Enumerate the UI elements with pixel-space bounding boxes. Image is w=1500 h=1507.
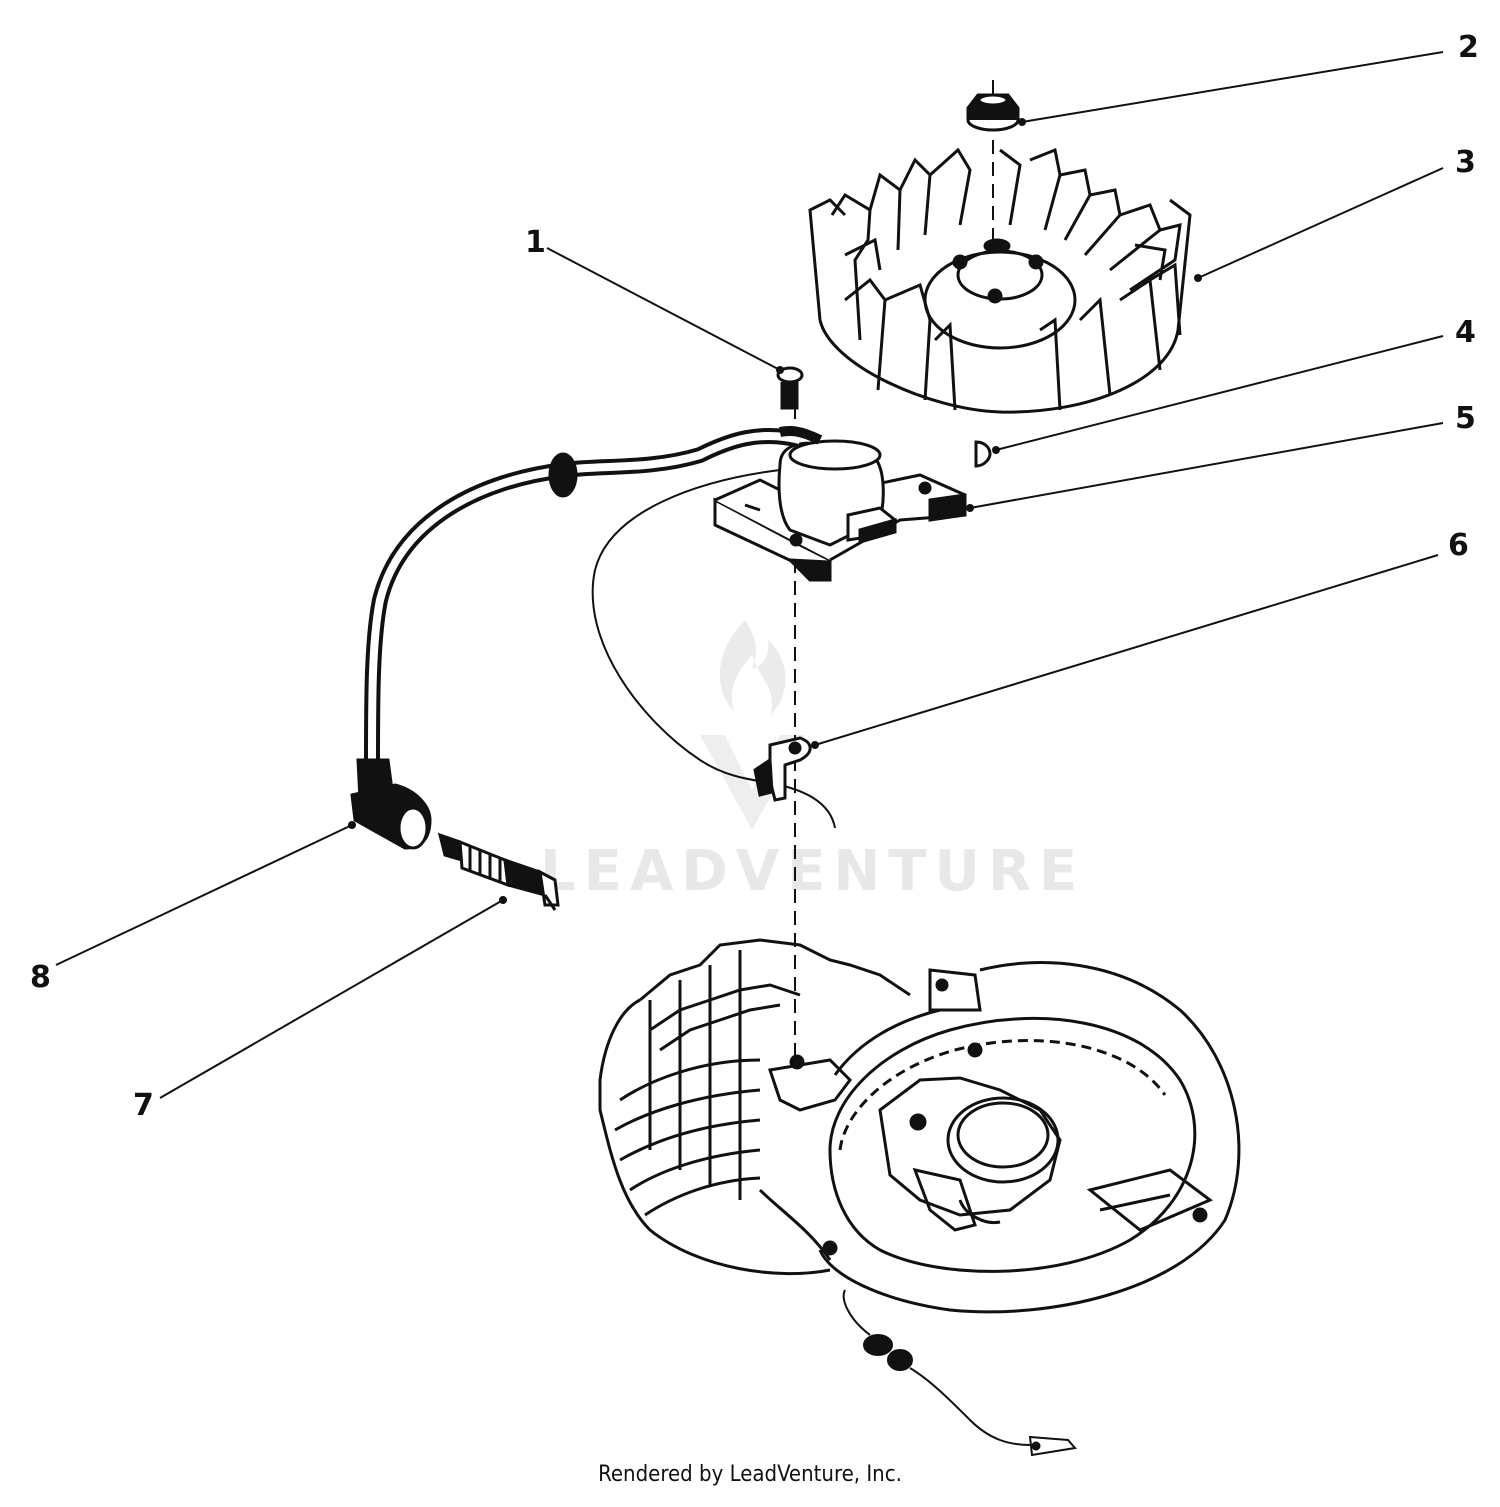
spark-plug-lead — [350, 426, 823, 850]
callout-8: 8 — [30, 960, 51, 995]
leadventure-watermark: LEADVENTURE — [540, 620, 1085, 904]
callout-6: 6 — [1448, 528, 1469, 563]
leader-endpoints — [348, 118, 1202, 904]
engine-block — [598, 938, 982, 1276]
flywheel — [808, 147, 1192, 414]
callout-1: 1 — [525, 225, 546, 260]
render-credit: Rendered by LeadVenture, Inc. — [598, 1462, 902, 1487]
leader-lines — [55, 51, 1444, 1099]
engine-backplate — [818, 961, 1241, 1314]
stop-switch-wire — [842, 1289, 1077, 1457]
watermark-text: LEADVENTURE — [540, 839, 1085, 904]
callout-5: 5 — [1455, 401, 1476, 436]
mounting-screw — [776, 366, 804, 410]
callout-2: 2 — [1458, 30, 1479, 65]
ignition-module — [713, 439, 967, 582]
callout-7: 7 — [133, 1088, 154, 1123]
callout-3: 3 — [1455, 145, 1476, 180]
ground-clip — [753, 736, 812, 802]
assembly-centerline — [794, 140, 994, 1060]
callout-4: 4 — [1455, 315, 1476, 350]
flywheel-key — [974, 440, 992, 468]
flywheel-nut — [966, 80, 1020, 132]
spark-plug — [437, 832, 560, 911]
